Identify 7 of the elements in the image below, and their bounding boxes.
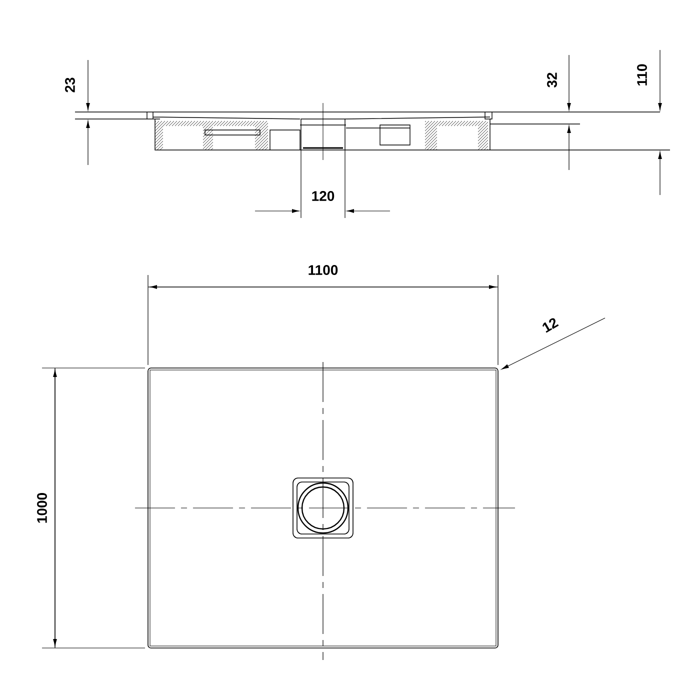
dimension-label: 120 [312, 191, 334, 201]
dimension-label: 23 [65, 78, 75, 92]
dimension-label: 32 [547, 72, 557, 88]
dimension-label: 12 [542, 318, 559, 333]
dimension-label: 1000 [37, 493, 47, 523]
dimension-label: 1100 [308, 265, 338, 275]
dimension-label: 110 [637, 64, 647, 86]
